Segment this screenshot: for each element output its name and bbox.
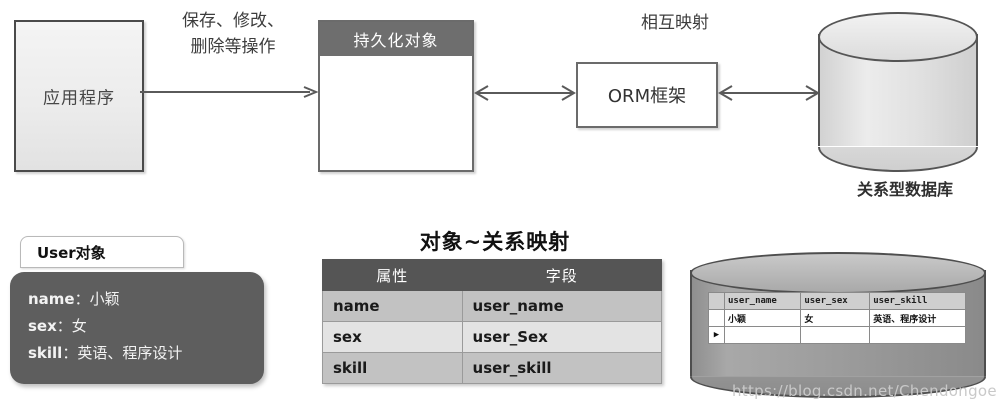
mapping-header-attribute: 属性 (322, 259, 463, 291)
db-header-user-name: user_name (723, 292, 802, 310)
db-cell-empty-name (723, 326, 802, 344)
database-table-cylinder: user_name user_sex user_skill 小颖 女 英语、程序… (690, 252, 986, 398)
user-object-tab: User对象 (20, 236, 184, 268)
arrow-orm-to-database (718, 85, 820, 101)
orm-framework-box: ORM框架 (576, 62, 718, 128)
db-row-gutter (708, 309, 725, 327)
user-object-field: sex：女 (28, 313, 264, 340)
mapping-header-field: 字段 (461, 259, 663, 291)
table-row: sex user_Sex (322, 321, 663, 353)
db-header-user-skill: user_skill (869, 292, 966, 310)
db-cell-user-skill: 英语、程序设计 (869, 309, 966, 327)
mapping-table-title: 对象~关系映射 (419, 230, 571, 254)
db-table-header-row: user_name user_sex user_skill (708, 292, 966, 310)
arrow-persistence-to-orm (474, 85, 576, 101)
persistence-object-header: 持久化对象 (320, 22, 472, 56)
user-field-sep: ： (62, 344, 78, 362)
db-header-user-sex: user_sex (800, 292, 871, 310)
db-cell-user-name: 小颖 (723, 309, 802, 327)
user-field-key: sex (28, 317, 57, 335)
cylinder-top (818, 12, 978, 62)
db-cylinder-top (690, 252, 986, 294)
db-cell-user-sex: 女 (800, 309, 871, 327)
application-box: 应用程序 (14, 20, 144, 172)
relational-database-label: 关系型数据库 (856, 180, 953, 199)
user-field-value: 小颖 (89, 290, 120, 308)
watermark-text: https://blog.csdn.net/Chendongoe (732, 382, 997, 400)
user-field-sep: ： (74, 290, 90, 308)
mapping-cell-attribute: name (322, 290, 463, 322)
mutual-mapping-label: 相互映射 (641, 13, 709, 33)
db-cell-empty-sex (800, 326, 871, 344)
arrow-app-to-persistence (140, 86, 319, 98)
table-row-new: ▶ (708, 326, 966, 344)
user-object-panel: name：小颖 sex：女 skill：英语、程序设计 (10, 272, 264, 384)
operation-label: 保存、修改、 删除等操作 (150, 8, 316, 60)
table-row: skill user_skill (322, 352, 663, 384)
db-gutter-header (708, 292, 725, 310)
mapping-cell-field: user_Sex (461, 321, 663, 353)
persistence-object-box: 持久化对象 (318, 20, 474, 172)
application-box-label: 应用程序 (43, 88, 115, 109)
user-field-value: 英语、程序设计 (77, 344, 183, 362)
row-marker-icon: ▶ (708, 326, 725, 344)
operation-label-line1: 保存、修改、 (182, 11, 284, 31)
user-field-key: name (28, 290, 75, 308)
user-field-value: 女 (71, 317, 87, 335)
mapping-cell-field: user_name (461, 290, 663, 322)
relational-database-cylinder (818, 12, 978, 172)
database-records-table: user_name user_sex user_skill 小颖 女 英语、程序… (708, 292, 966, 344)
mapping-table-header-row: 属性 字段 (322, 259, 663, 291)
table-row: name user_name (322, 290, 663, 322)
table-row: 小颖 女 英语、程序设计 (708, 309, 966, 327)
user-object-field: skill：英语、程序设计 (28, 340, 264, 367)
mapping-cell-field: user_skill (461, 352, 663, 384)
mapping-cell-attribute: skill (322, 352, 463, 384)
user-field-sep: ： (56, 317, 72, 335)
mapping-cell-attribute: sex (322, 321, 463, 353)
user-object-field: name：小颖 (28, 286, 264, 313)
db-cell-empty-skill (869, 326, 966, 344)
user-field-key: skill (28, 344, 63, 362)
operation-label-line2: 删除等操作 (190, 37, 276, 57)
mapping-table: 属性 字段 name user_name sex user_Sex skill … (322, 259, 663, 384)
